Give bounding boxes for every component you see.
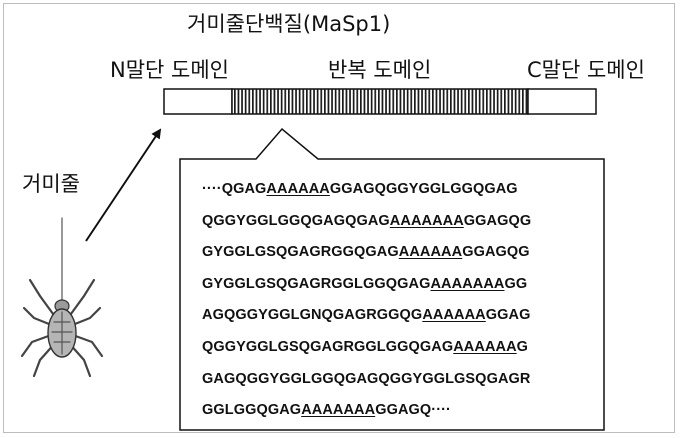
alanine-repeat-segment: AAAAAA [398,244,463,261]
protein-title: 거미줄단백질(MaSp1) [187,12,391,36]
sequence-line: GGLGGQGAGAAAAAAAGGAGQ···· [202,395,531,427]
sequence-line: QGGYGGLGSQGAGRGGLGGQGAGAAAAAAG [202,332,531,364]
sequence-segment: GGAGQG [463,212,532,229]
sequence-line: GAGQGGYGGLGGQGAGQGGYGGLGSQGAGR [202,364,531,396]
sequence-segment: G [516,338,529,355]
sequence-segment: ····QGAG [202,181,267,197]
sequence-segment: GGAGQ···· [375,402,451,419]
sequence-segment: GYGGLGSQGAGRGGLGGQGAG [202,275,431,292]
sequence-line: AGQGGYGGLGNQGAGRGGQGAAAAAAGGAG [202,300,531,332]
sequence-line: ····QGAGAAAAAAGGAGQGGYGGLGGQGAG [202,174,531,206]
repeat-domain-label: 반복 도메인 [328,58,432,82]
alanine-repeat-segment: AAAAAAA [430,275,505,292]
sequence-segment: GG [504,275,528,292]
c-terminal-domain-label: C말단 도메인 [527,58,645,82]
figure-frame [3,3,675,433]
sequence-line: QGGYGGLGGQGAGQGAGAAAAAAAGGAGQG [202,206,531,238]
sequence-segment: AGQGGYGGLGNQGAGRGGQG [202,307,423,324]
sequence-line: GYGGLGSQGAGRGGQGAGAAAAAAGGAGQG [202,237,531,269]
c-terminal-domain-segment [527,88,597,115]
spider-icon [20,217,104,378]
protein-domain-bar [163,88,597,115]
alanine-repeat-segment: AAAAAA [422,307,486,324]
sequence-segment: GGAGQGGYGGLGGQGAG [329,181,518,197]
spider-silk-label: 거미줄 [22,172,80,196]
sequence-callout-box [179,127,605,431]
n-terminal-domain-label: N말단 도메인 [110,58,229,82]
alanine-repeat-segment: AAAAAA [266,181,330,197]
sequence-segment: GGAG [485,307,531,324]
sequence-segment: GGLGGQGAG [202,402,302,419]
sequence-line: GYGGLGSQGAGRGGLGGQGAGAAAAAAAGG [202,269,531,301]
sequence-segment: QGGYGGLGSQGAGRGGLGGQGAG [202,338,454,355]
repeat-domain-segment [231,88,529,115]
sequence-segment: GAGQGGYGGLGGQGAGQGGYGGLGSQGAGR [202,370,531,387]
sequence-segment: GYGGLGSQGAGRGGQGAG [202,244,399,261]
alanine-repeat-segment: AAAAAAA [301,402,376,419]
alanine-repeat-segment: AAAAAA [453,338,517,355]
alanine-repeat-segment: AAAAAAA [389,212,464,229]
n-terminal-domain-segment [163,88,233,115]
arrow-to-protein [85,128,162,242]
sequence-segment: QGGYGGLGGQGAGQGAG [202,212,390,229]
sequence-segment: GGAGQG [462,244,530,261]
